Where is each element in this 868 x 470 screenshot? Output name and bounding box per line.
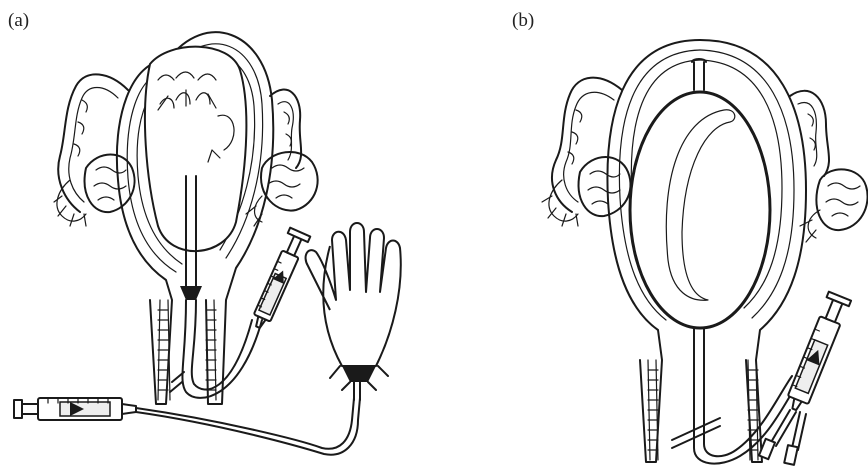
left-tube-ovary-b	[542, 78, 631, 226]
right-tube-ovary-a	[246, 90, 318, 226]
syringe-b	[783, 292, 851, 414]
panel-b-drawing	[542, 40, 868, 465]
syringe-a-lower	[14, 398, 360, 455]
syringe-a-upper	[248, 228, 310, 332]
catheter-b	[672, 328, 800, 464]
right-tube-ovary-b	[790, 91, 868, 242]
inflated-balloon	[630, 59, 770, 328]
panel-a-drawing	[14, 32, 401, 454]
left-tube-ovary-a	[54, 74, 135, 226]
glove-outside	[306, 223, 401, 400]
